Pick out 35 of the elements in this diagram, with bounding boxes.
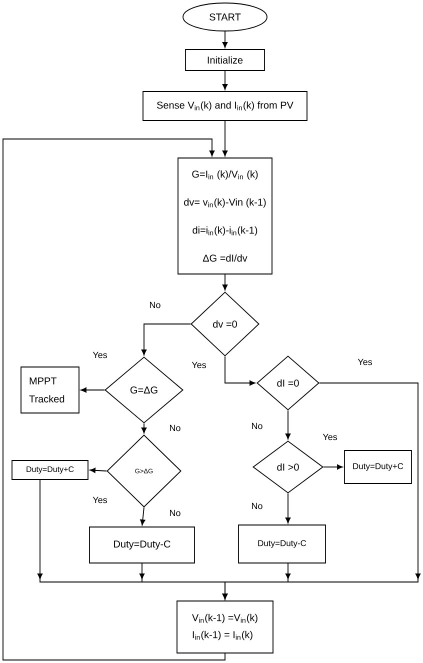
- arrow: [140, 507, 146, 526]
- arrow: [285, 410, 291, 440]
- arrow: [80, 387, 105, 393]
- arrow: [141, 324, 191, 356]
- arrow: [222, 70, 228, 90]
- process-box: V$_{in}$(k-1) =V$_{in}$(k) I$_{in}$(k-1) = I$_{in}$(k): [176, 600, 274, 654]
- arrow: [323, 464, 343, 470]
- process-box: Initialize: [185, 49, 265, 71]
- terminal-oval: START: [182, 2, 268, 32]
- process-box: Duty=Duty+C: [12, 460, 88, 480]
- process-box: G=I$_{in}$ (k)/V$_{in}$ (k) dv= v$_{in}$(k)-Vin (k-1) di=i$_{in}$(k)-i$_{in}$(k-1) ΔG =dI/dv: [178, 158, 272, 274]
- edge-label: Yes: [356, 358, 374, 366]
- process-box: Sense V$_{in}$(k) and I$_{in}$(k) from PV: [142, 91, 308, 121]
- edge-label: Yes: [190, 360, 208, 370]
- process-box: Duty=Duty-C: [89, 526, 195, 564]
- edge-label: No: [168, 424, 182, 432]
- arrow: [222, 563, 291, 600]
- arrow: [141, 423, 147, 434]
- edge-label: Yes: [92, 350, 108, 360]
- arrow: [222, 274, 228, 290]
- process-box: Duty=Duty+C: [344, 450, 412, 484]
- edge-label: No: [148, 300, 162, 310]
- edge-label: No: [250, 422, 264, 430]
- edge-label: No: [168, 508, 182, 518]
- process-box: MPPT Tracked: [20, 366, 80, 414]
- process-box: Duty=Duty-C: [238, 524, 326, 564]
- arrow: [224, 356, 256, 386]
- arrow: [222, 120, 228, 156]
- arrow: [222, 31, 228, 48]
- edge-label: Yes: [92, 496, 108, 504]
- edge-label: No: [250, 502, 264, 510]
- arrow: [285, 493, 291, 524]
- arrow: [2, 138, 226, 660]
- arrow: [90, 468, 107, 473]
- edge-label: Yes: [322, 432, 338, 442]
